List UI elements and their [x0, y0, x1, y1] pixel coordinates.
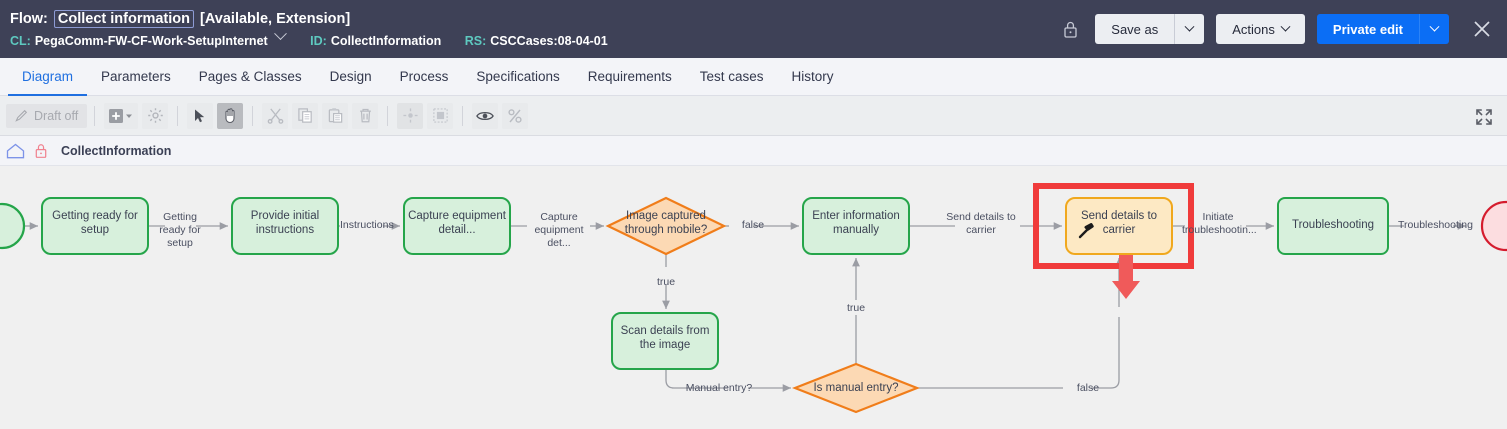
lock-icon[interactable] — [1057, 14, 1083, 44]
meta-value-cl[interactable]: PegaComm-FW-CF-Work-SetupInternet — [34, 34, 268, 48]
align-icon — [403, 108, 418, 123]
cut-button[interactable] — [262, 102, 289, 129]
diagram-toolbar: Draft off — [0, 96, 1507, 136]
highlight-box — [1033, 183, 1194, 269]
expand-icon — [1476, 109, 1492, 125]
tab-design[interactable]: Design — [329, 69, 372, 84]
flow-diagram-canvas[interactable]: Getting ready for setup Provide initial … — [0, 167, 1507, 429]
copy-button[interactable] — [292, 102, 319, 129]
tab-diagram[interactable]: Diagram — [8, 59, 88, 96]
header-meta: CL:PegaComm-FW-CF-Work-SetupInternet ID:… — [10, 27, 628, 48]
draft-label: Draft off — [34, 108, 79, 123]
header-actions: Save as Actions Private edit — [1057, 14, 1499, 44]
tab-specifications[interactable]: Specifications — [476, 69, 560, 84]
delete-button[interactable] — [352, 102, 379, 129]
fit-selection-button[interactable] — [427, 102, 454, 129]
breadcrumb-label: CollectInformation — [61, 143, 172, 158]
connector — [665, 369, 675, 389]
start-node — [0, 202, 26, 250]
pencil-icon — [15, 109, 28, 122]
flow-name[interactable]: Collect information — [53, 10, 195, 28]
private-edit-dropdown-button[interactable] — [1419, 14, 1449, 44]
page-title: Flow: Collect information [Available, Ex… — [10, 10, 350, 28]
copy-icon — [298, 108, 312, 123]
close-icon[interactable] — [1465, 14, 1499, 44]
tab-parameters[interactable]: Parameters — [101, 69, 171, 84]
chevron-down-icon — [1184, 21, 1195, 32]
breadcrumb: CollectInformation — [0, 136, 1507, 166]
node-image-captured — [605, 196, 727, 256]
tab-pages-classes[interactable]: Pages & Classes — [198, 69, 302, 84]
tab-history[interactable]: History — [791, 69, 834, 84]
node-getting-ready — [41, 197, 149, 255]
lock-open-icon[interactable] — [34, 143, 48, 159]
actions-group: Actions — [1216, 14, 1305, 44]
toolbar-divider — [177, 105, 179, 126]
align-button[interactable] — [397, 102, 424, 129]
scissors-icon — [267, 108, 284, 124]
private-edit-button[interactable]: Private edit — [1316, 14, 1419, 44]
flow-status: [Available, Extension] — [200, 11, 351, 27]
toolbar-divider — [387, 105, 389, 126]
toolbar-divider — [252, 105, 254, 126]
tab-bar: Diagram Parameters Pages & Classes Design Pr… — [0, 58, 1507, 96]
node-scan-details — [611, 312, 719, 370]
chevron-down-icon[interactable] — [273, 27, 287, 41]
meta-value-id: CollectInformation — [330, 34, 442, 48]
eye-icon — [476, 111, 495, 120]
node-capture-equipment — [403, 197, 511, 255]
trash-icon — [359, 108, 371, 123]
private-edit-group: Private edit — [1316, 14, 1449, 44]
node-enter-info-manually — [802, 197, 910, 255]
node-send-details-utility — [1065, 197, 1173, 255]
node-is-manual-entry — [791, 362, 921, 414]
draft-toggle-button[interactable]: Draft off — [6, 103, 88, 128]
end-node — [1480, 200, 1507, 252]
meta-key-cl: CL: — [10, 34, 31, 48]
hand-icon — [225, 108, 235, 124]
meta-value-rs: CSCCases:08-04-01 — [490, 34, 608, 48]
chevron-down-icon — [1429, 21, 1440, 32]
toolbar-divider — [462, 105, 464, 126]
node-troubleshooting — [1277, 197, 1389, 255]
save-as-dropdown-button[interactable] — [1174, 14, 1205, 44]
tab-requirements[interactable]: Requirements — [587, 69, 672, 84]
cursor-arrow-icon — [195, 109, 205, 122]
save-as-group: Save as — [1095, 14, 1205, 44]
node-provide-initial — [231, 197, 339, 255]
add-shape-button[interactable] — [104, 102, 139, 129]
toolbar-divider — [94, 105, 96, 126]
app-header: Flow: Collect information [Available, Ex… — [0, 0, 1507, 58]
preview-button[interactable] — [472, 102, 499, 129]
save-as-button[interactable]: Save as — [1095, 14, 1175, 44]
paste-icon — [328, 108, 342, 123]
tab-process[interactable]: Process — [399, 69, 449, 84]
hammer-icon — [1078, 223, 1094, 239]
zoom-percent-button[interactable] — [502, 102, 529, 129]
home-icon[interactable] — [6, 143, 25, 159]
paste-button[interactable] — [322, 102, 349, 129]
tab-test-cases[interactable]: Test cases — [699, 69, 764, 84]
fullscreen-button[interactable] — [1471, 104, 1497, 130]
meta-key-rs: RS: — [464, 34, 487, 48]
diagram-svg — [0, 183, 1507, 414]
gear-icon — [147, 108, 163, 123]
fit-icon — [433, 108, 448, 123]
settings-button[interactable] — [142, 102, 169, 129]
pan-tool-button[interactable] — [217, 102, 244, 129]
meta-key-id: ID: — [310, 34, 327, 48]
flow-label: Flow: — [10, 11, 48, 27]
select-tool-button[interactable] — [187, 102, 214, 129]
chevron-down-icon — [1280, 21, 1291, 32]
actions-button[interactable]: Actions — [1216, 14, 1305, 44]
down-arrow-icon — [1112, 255, 1140, 299]
connector — [1091, 317, 1120, 389]
percent-icon — [508, 108, 522, 123]
actions-label: Actions — [1232, 21, 1275, 37]
